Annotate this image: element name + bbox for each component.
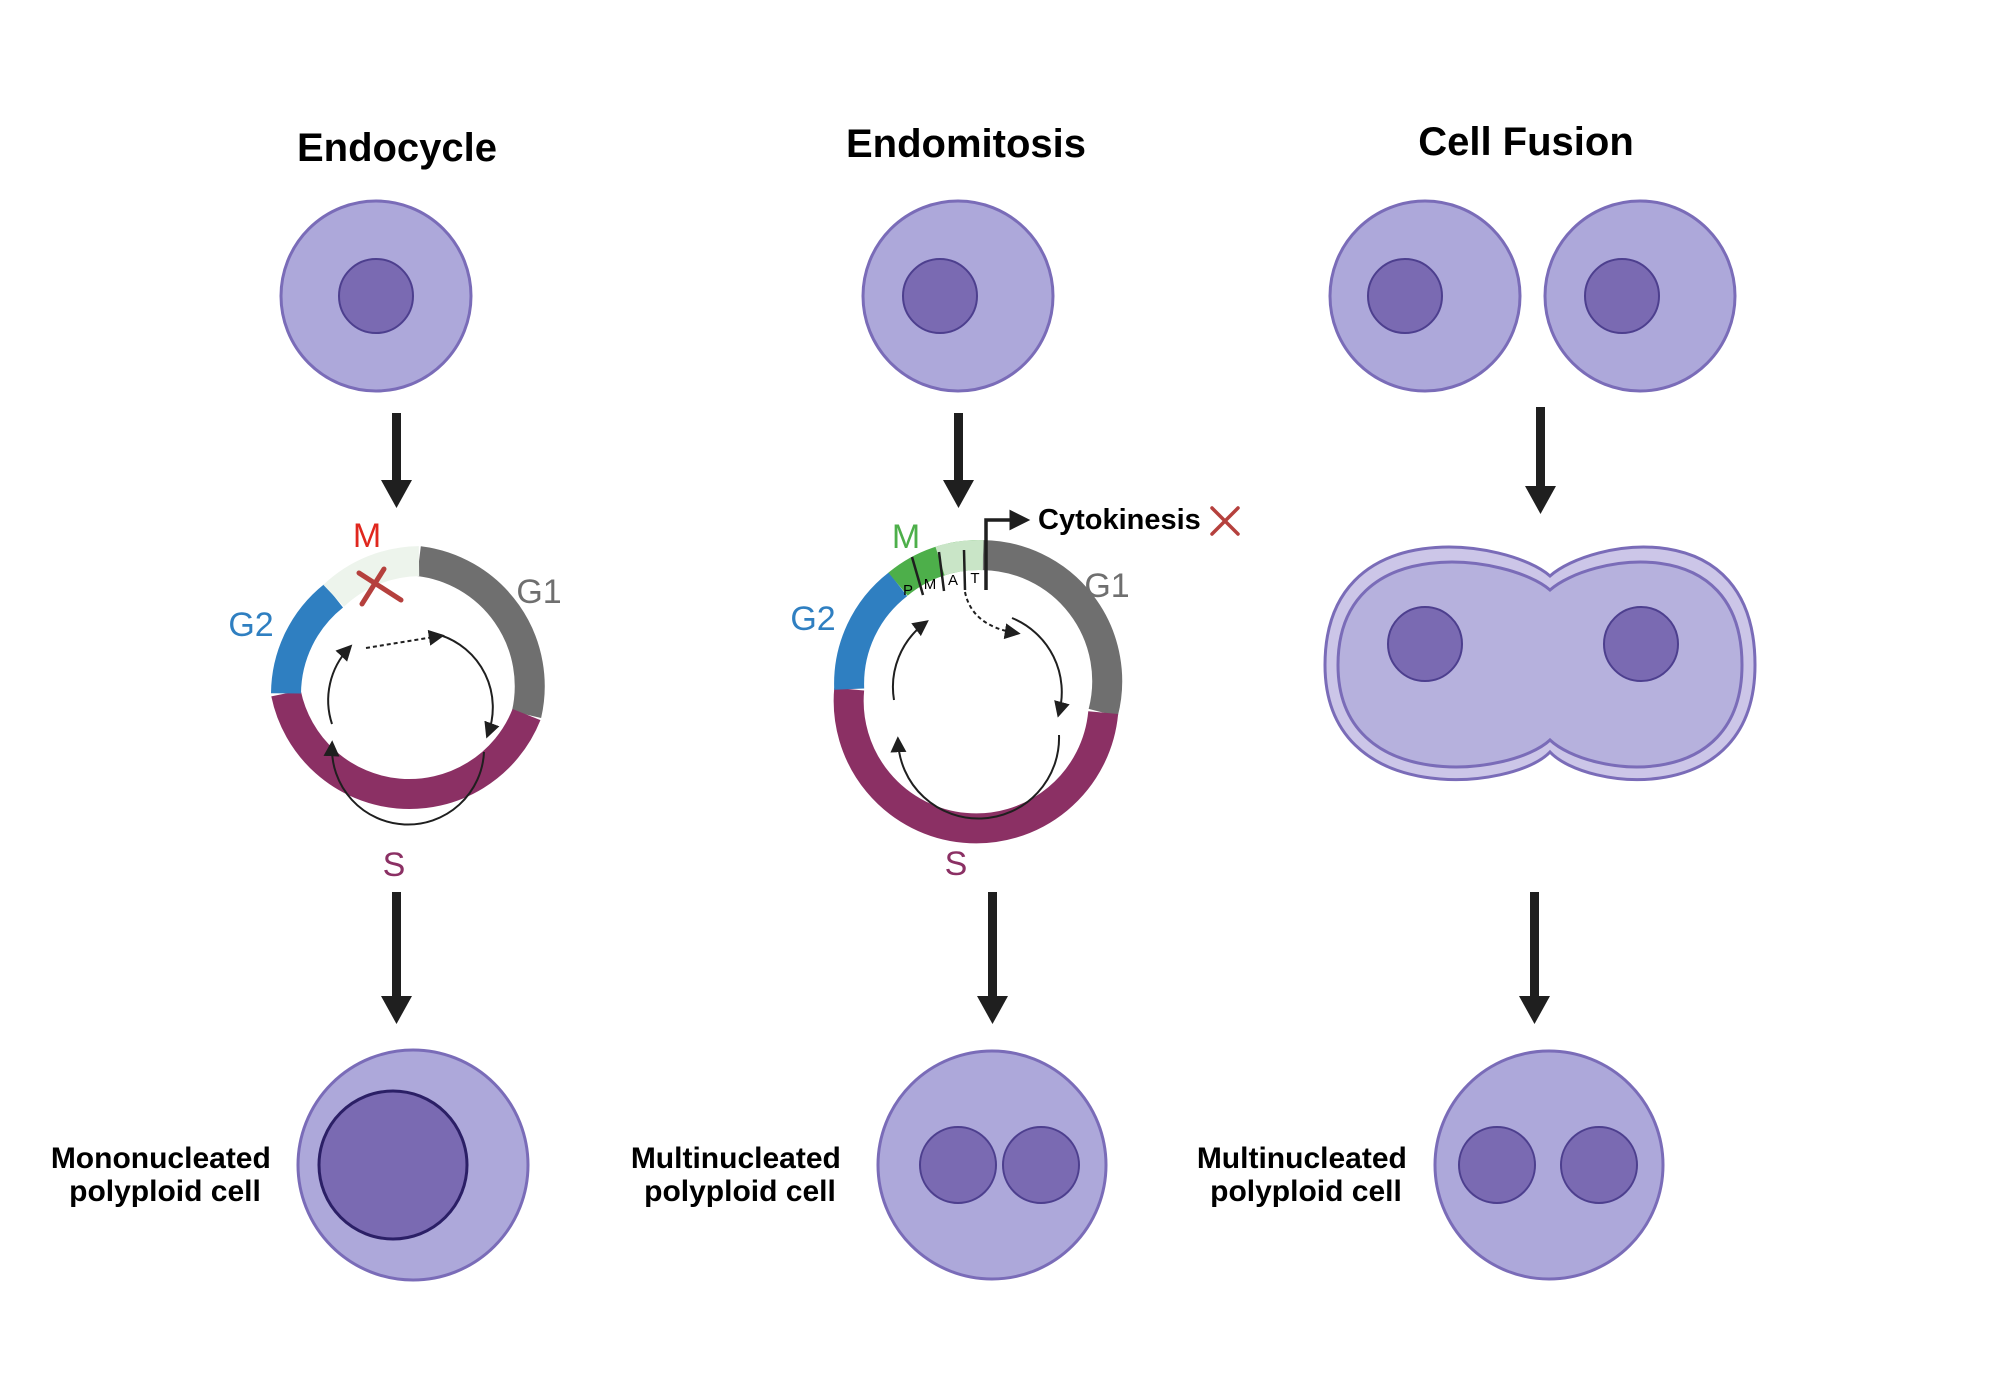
cycle-arrow bbox=[890, 734, 1061, 820]
result-label-line2: polyploid cell bbox=[1210, 1175, 1402, 1208]
subphase-dividers bbox=[910, 549, 967, 596]
phase-label-g1: G1 bbox=[1084, 567, 1129, 605]
phase-label-s: S bbox=[383, 846, 406, 884]
nucleus bbox=[1002, 1126, 1080, 1204]
panel-endomitosis: Endomitosis P M A T bbox=[631, 122, 1240, 1281]
phase-arc-m-fade bbox=[935, 540, 984, 576]
phase-arc-g2 bbox=[834, 572, 908, 690]
panel-endocycle: Endocycle M bbox=[51, 126, 562, 1282]
result-cell-multinucleated bbox=[876, 1049, 1108, 1281]
phase-label-s: S bbox=[945, 845, 968, 883]
phase-arc-m-blocked bbox=[323, 546, 420, 607]
result-cell-multinucleated bbox=[1433, 1049, 1665, 1281]
initial-cell bbox=[279, 199, 473, 393]
down-arrow-icon bbox=[381, 413, 412, 508]
phase-label-m: M bbox=[892, 518, 920, 556]
phase-arc-s bbox=[833, 687, 1119, 844]
cross-icon bbox=[1210, 506, 1240, 536]
subphase-label-t: T bbox=[970, 570, 979, 587]
result-label-line2: polyploid cell bbox=[644, 1175, 836, 1208]
cytokinesis-arrow bbox=[984, 509, 1031, 590]
subphase-label-p: P bbox=[903, 582, 913, 599]
panel-cell-fusion: Cell Fusion Mu bbox=[1197, 120, 1757, 1281]
down-arrow-icon bbox=[1525, 407, 1556, 514]
cycle-arrow bbox=[327, 644, 353, 725]
down-arrow-icon bbox=[1519, 892, 1550, 1024]
nucleus bbox=[338, 258, 414, 334]
bypass-arrow bbox=[365, 629, 445, 649]
nucleus bbox=[1458, 1126, 1536, 1204]
down-arrow-icon bbox=[381, 892, 412, 1024]
cycle-arrow bbox=[891, 620, 929, 701]
cycle-arrow bbox=[439, 634, 500, 739]
down-arrow-icon bbox=[943, 413, 974, 508]
initial-cell-left bbox=[1328, 199, 1522, 393]
phase-label-m: M bbox=[353, 517, 381, 555]
fusing-cell bbox=[1323, 545, 1757, 782]
nucleus bbox=[919, 1126, 997, 1204]
nucleus bbox=[1387, 606, 1463, 682]
result-label-line1: Multinucleated bbox=[1197, 1142, 1407, 1175]
nucleus bbox=[1584, 258, 1660, 334]
initial-cell bbox=[861, 199, 1055, 393]
subphase-label-a: A bbox=[948, 572, 958, 589]
down-arrow-icon bbox=[977, 892, 1008, 1024]
phase-label-g2: G2 bbox=[790, 600, 835, 638]
cycle-arrow bbox=[1011, 617, 1070, 718]
result-cell-mononucleated bbox=[296, 1048, 530, 1282]
panel-title-endomitosis: Endomitosis bbox=[846, 122, 1086, 166]
cell-membrane bbox=[1433, 1049, 1665, 1281]
result-label: Multinucleated polyploid cell bbox=[631, 1142, 849, 1208]
cell-cycle-ring: P M A T Cytokinesis M G1 G2 S bbox=[790, 504, 1240, 883]
cycle-arrow bbox=[323, 740, 485, 826]
result-label: Mononucleated polyploid cell bbox=[51, 1142, 279, 1208]
phase-arc-g1 bbox=[982, 540, 1123, 717]
result-label-line1: Multinucleated bbox=[631, 1142, 841, 1175]
phase-label-g1: G1 bbox=[516, 573, 561, 611]
nucleus bbox=[902, 258, 978, 334]
nucleus bbox=[1603, 606, 1679, 682]
result-label: Multinucleated polyploid cell bbox=[1197, 1142, 1415, 1208]
bypass-arrow bbox=[964, 591, 1021, 640]
initial-cell-right bbox=[1543, 199, 1737, 393]
panel-title-endocycle: Endocycle bbox=[297, 126, 497, 170]
result-label-line1: Mononucleated bbox=[51, 1142, 271, 1175]
panel-title-cell-fusion: Cell Fusion bbox=[1418, 120, 1634, 164]
cytokinesis-label: Cytokinesis bbox=[1038, 504, 1201, 536]
phase-arc-s bbox=[271, 690, 541, 810]
cross-icon bbox=[356, 566, 404, 607]
cell-cycle-ring: M G1 G2 S bbox=[228, 517, 561, 884]
phase-label-g2: G2 bbox=[228, 606, 273, 644]
phase-arc-g2 bbox=[271, 583, 344, 694]
nucleus-large bbox=[317, 1089, 469, 1241]
nucleus bbox=[1560, 1126, 1638, 1204]
nucleus bbox=[1367, 258, 1443, 334]
phase-arc-g1 bbox=[416, 546, 545, 718]
subphase-label-m: M bbox=[924, 576, 937, 593]
result-label-line2: polyploid cell bbox=[69, 1175, 261, 1208]
